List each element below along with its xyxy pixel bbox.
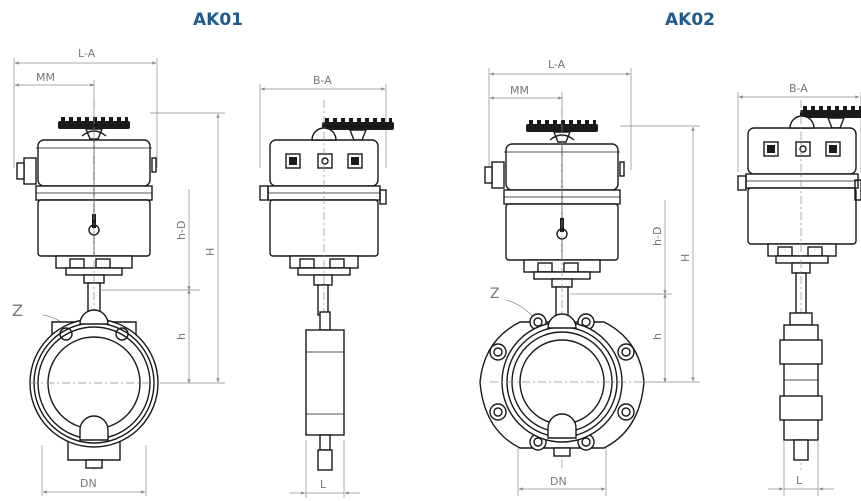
ak01-dim-mm: MM: [36, 71, 55, 84]
ak02-dim-la: L-A: [548, 58, 566, 71]
ak01-dim-z: Z: [12, 301, 23, 320]
model-title-ak02: AK02: [665, 10, 715, 30]
ak01-side-view: [259, 84, 395, 498]
model-title-ak01: AK01: [193, 10, 243, 30]
ak02-dim-ba: B-A: [789, 82, 808, 95]
ak01-dim-la: L-A: [78, 47, 96, 60]
ak02-dim-l: L: [796, 474, 803, 487]
ak01-dim-h: h: [175, 333, 188, 340]
ak01-dim-dn: DN: [80, 477, 97, 490]
ak02-dim-h: h: [651, 333, 664, 340]
ak02-dim-z: Z: [490, 286, 500, 302]
ak01-dim-hd: h-D: [175, 221, 188, 240]
ak01-dim-ba: B-A: [313, 74, 332, 87]
ak02-dim-H: H: [679, 254, 692, 262]
ak02-dim-hd: h-D: [651, 227, 664, 246]
ak01-dim-H: H: [204, 248, 217, 256]
ak02-dim-dn: DN: [550, 475, 567, 488]
ak02-front-view: [479, 68, 700, 496]
ak01-front-view: [13, 58, 225, 496]
ak02-side-view: [737, 92, 861, 496]
ak02-dim-mm: MM: [510, 84, 529, 97]
ak01-dim-l: L: [320, 478, 327, 491]
